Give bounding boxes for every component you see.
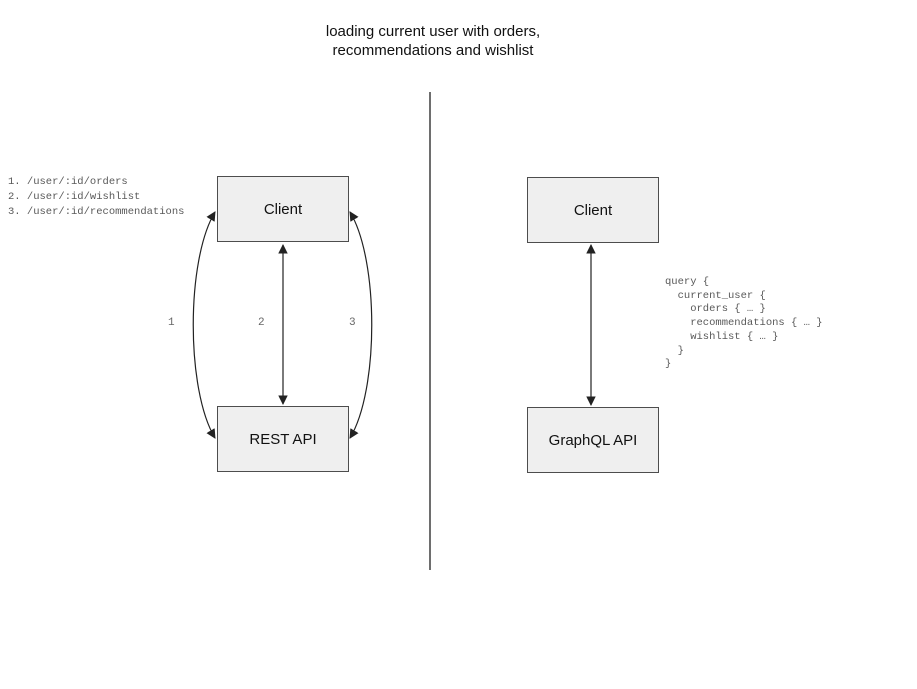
graphql-api-node: GraphQL API (527, 407, 659, 473)
arrow-orders-curve (192, 211, 216, 439)
rest-api-node-label: REST API (249, 430, 317, 448)
endpoint-recommendations: 3. /user/:id/recommendations (8, 206, 185, 218)
rest-api-node: REST API (217, 406, 349, 472)
arrow-label-1: 1 (168, 317, 175, 329)
arrow-label-3: 3 (349, 317, 356, 329)
diagram-title: loading current user with orders, recomm… (325, 23, 541, 59)
rest-endpoints-list: 1. /user/:id/orders 2. /user/:id/wishlis… (8, 175, 184, 220)
endpoint-wishlist: 2. /user/:id/wishlist (8, 191, 141, 203)
client-node-right-label: Client (573, 201, 613, 219)
graphql-api-node-label: GraphQL API (548, 431, 638, 449)
client-node-left: Client (217, 176, 349, 242)
client-node-left-label: Client (263, 200, 303, 218)
graphql-query-snippet: query { current_user { orders { … } reco… (665, 276, 823, 371)
arrow-label-2: 2 (258, 317, 265, 329)
endpoint-orders: 1. /user/:id/orders (8, 176, 128, 188)
panel-divider-line (429, 92, 431, 570)
client-node-right: Client (527, 177, 659, 243)
